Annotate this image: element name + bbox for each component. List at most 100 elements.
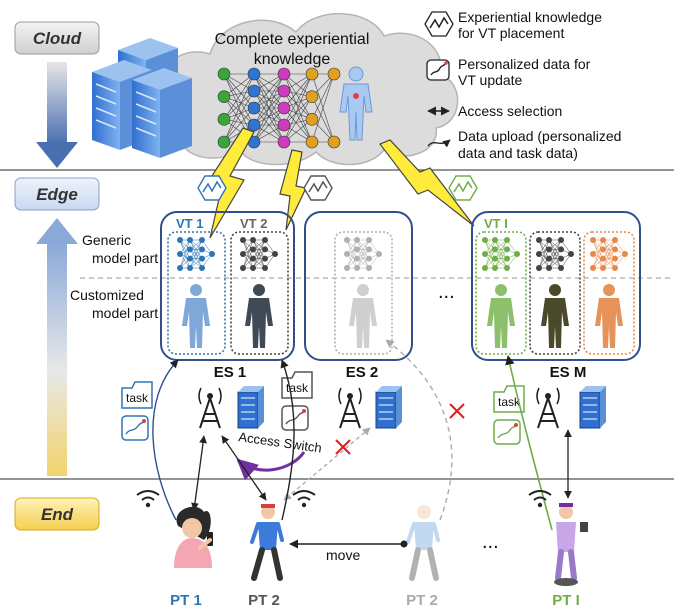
generic-label-line1: Generic bbox=[82, 232, 131, 248]
pti-upload-curve bbox=[505, 355, 553, 531]
edge-label: Edge bbox=[36, 185, 78, 204]
customized-label-line2: model part bbox=[92, 305, 158, 321]
wifi-icon bbox=[136, 490, 160, 508]
legend: Experiential knowledge for VT placement … bbox=[424, 9, 621, 161]
lightning-icon bbox=[379, 139, 475, 227]
pt1-access-arrow bbox=[191, 435, 207, 511]
vt-dark-net-icon bbox=[536, 237, 574, 271]
vt2-ghost-slot bbox=[334, 231, 393, 355]
knowledge-hex-icon bbox=[448, 175, 478, 201]
move-origin-dot bbox=[400, 540, 408, 548]
es1-server-icon bbox=[237, 386, 264, 429]
pti-folder-task-icon: task bbox=[493, 385, 525, 413]
legend-upload-line1: Data upload (personalized bbox=[458, 128, 621, 144]
pti-label: PT I bbox=[552, 592, 580, 609]
esm-server-icon bbox=[579, 386, 606, 429]
vt-models bbox=[177, 237, 628, 348]
base-stations bbox=[198, 386, 606, 429]
es1-box bbox=[160, 211, 295, 361]
data-upload-legend: Data upload (personalized data and task … bbox=[427, 128, 621, 161]
pt2-label: PT 2 bbox=[248, 592, 280, 609]
vt-slot-orange bbox=[583, 231, 635, 355]
knowledge-hex-icon bbox=[197, 175, 227, 201]
vt2-label: VT 2 bbox=[240, 216, 267, 231]
pt1-chart-icon bbox=[121, 415, 149, 441]
experiential-knowledge-legend: Experiential knowledge for VT placement bbox=[424, 9, 602, 41]
legend-personalized-line1: Personalized data for bbox=[458, 56, 591, 72]
generic-label-line2: model part bbox=[92, 250, 158, 266]
vt1-slot bbox=[167, 231, 226, 355]
vt-orange-body-icon bbox=[595, 284, 623, 348]
vti-slot bbox=[475, 231, 527, 355]
human-body-icon bbox=[339, 66, 373, 141]
svg-text:task: task bbox=[286, 381, 309, 395]
pt2-folder-task-icon: task bbox=[281, 371, 313, 399]
server-icon bbox=[132, 68, 192, 158]
cloud-title-line2: knowledge bbox=[254, 51, 331, 68]
knowledge-hex-icon bbox=[303, 175, 333, 201]
end-layer-label: End bbox=[14, 497, 100, 531]
cloud-title-line1: Complete experiential bbox=[215, 31, 370, 48]
vt-dark-body-icon bbox=[541, 284, 569, 348]
lightning-icon bbox=[279, 149, 307, 231]
vt2-body-icon bbox=[245, 284, 273, 348]
wifi-icon bbox=[292, 490, 316, 508]
pt2-chart-icon bbox=[281, 405, 309, 431]
cloud-to-edge-arrow bbox=[36, 62, 78, 168]
legend-personalized-line2: VT update bbox=[458, 72, 523, 88]
legend-experiential-line2: for VT placement bbox=[458, 25, 564, 41]
access-switch-arrow bbox=[236, 451, 306, 481]
move-label: move bbox=[326, 547, 360, 563]
pt2-person-icon bbox=[250, 504, 284, 581]
end-to-edge-arrow bbox=[36, 218, 78, 476]
vti-label: VT I bbox=[484, 216, 508, 231]
wifi-icons bbox=[136, 490, 552, 508]
pt2-upload-curve bbox=[280, 359, 295, 521]
vt-orange-net-icon bbox=[590, 237, 628, 271]
es2-server-icon bbox=[375, 386, 402, 429]
es1-tower-icon bbox=[198, 387, 222, 429]
vt1-label: VT 1 bbox=[176, 216, 203, 231]
neural-net-icon bbox=[217, 67, 341, 149]
pt1-upload-curve bbox=[152, 359, 179, 521]
es1-label: ES 1 bbox=[214, 364, 247, 381]
pt2-new-access-arrow bbox=[283, 427, 371, 501]
vt2-ghost-net-icon bbox=[344, 237, 382, 271]
cloud-label: Cloud bbox=[33, 29, 82, 48]
es-ellipsis: ... bbox=[438, 281, 455, 303]
vt1-net-icon bbox=[177, 237, 215, 271]
pt1-label: PT 1 bbox=[170, 592, 202, 609]
vt-slot-dark bbox=[529, 231, 581, 355]
customized-label-line1: Customized bbox=[70, 287, 144, 303]
pt1-person-icon bbox=[174, 506, 213, 568]
pt-ellipsis: ... bbox=[482, 531, 499, 553]
cloud-layer-label: Cloud bbox=[14, 21, 100, 55]
pt2-ghost-label: PT 2 bbox=[406, 592, 438, 609]
esm-box bbox=[471, 211, 641, 361]
task-icons: task task task bbox=[121, 371, 525, 445]
pti-person-icon bbox=[554, 503, 588, 586]
esm-tower-icon bbox=[536, 387, 560, 429]
legend-experiential-line1: Experiential knowledge bbox=[458, 9, 602, 25]
vt2-net-icon bbox=[240, 237, 278, 271]
pt1-folder-task-icon: task bbox=[121, 381, 153, 409]
pt2-ghost-upload-curve bbox=[385, 339, 453, 521]
esm-label: ES M bbox=[550, 364, 587, 381]
es2-tower-icon bbox=[338, 387, 362, 429]
cloud-servers bbox=[92, 38, 192, 158]
svg-text:task: task bbox=[126, 391, 149, 405]
edge-layer-label: Edge bbox=[14, 177, 100, 211]
vt2-ghost-body-icon bbox=[349, 284, 377, 348]
access-selection-legend: Access selection bbox=[427, 103, 562, 119]
personalized-data-legend: Personalized data for VT update bbox=[426, 56, 591, 88]
es2-box bbox=[304, 211, 413, 361]
pti-chart-icon bbox=[493, 419, 521, 445]
pt2-access-arrow bbox=[221, 435, 267, 501]
vti-body-icon bbox=[487, 284, 515, 348]
red-x-mark bbox=[335, 439, 351, 455]
vt1-body-icon bbox=[182, 284, 210, 348]
end-label: End bbox=[41, 505, 74, 524]
vti-net-icon bbox=[482, 237, 520, 271]
